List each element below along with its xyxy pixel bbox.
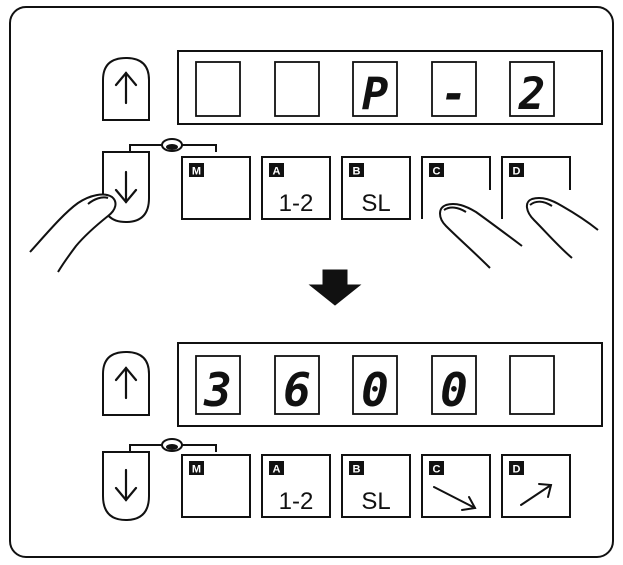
digit-cell	[509, 355, 555, 415]
finger-c-icon	[439, 202, 523, 269]
combo-indicator-icon	[161, 438, 183, 452]
key-badge	[189, 163, 204, 177]
panel-after: 3 6 0 0 M A 1-2 B SL C	[102, 342, 603, 522]
key-c[interactable]: C	[421, 454, 491, 518]
digit-cell	[431, 61, 477, 117]
display-digits: P - 2	[195, 61, 555, 120]
display-char: P	[362, 69, 389, 120]
key-badge-letter: M	[192, 166, 201, 178]
finger-d-icon	[526, 196, 599, 259]
key-badge-letter: B	[353, 166, 361, 178]
key-badge	[509, 163, 524, 177]
key-label: 1-2	[279, 488, 314, 515]
display-char: -	[441, 69, 468, 120]
key-badge	[429, 163, 444, 177]
key-d[interactable]: D	[501, 156, 571, 219]
key-badge	[509, 461, 524, 475]
key-c[interactable]: C	[421, 156, 491, 219]
key-badge-letter: D	[513, 166, 521, 178]
down-arrow-icon	[114, 468, 138, 502]
key-badge-letter: C	[433, 166, 441, 178]
key-label: 1-2	[279, 190, 314, 217]
down-arrow-icon	[114, 170, 138, 204]
key-badge	[349, 461, 364, 475]
arrow-down-right-icon	[433, 486, 477, 511]
key-badge	[189, 461, 204, 475]
key-b[interactable]: B SL	[341, 454, 411, 518]
up-arrow-icon	[114, 71, 138, 105]
digit-cell	[274, 355, 320, 415]
display-char: 0	[361, 363, 389, 417]
key-badge-letter: C	[433, 464, 441, 476]
digit-cell	[352, 61, 398, 117]
combo-indicator-icon	[161, 138, 183, 152]
key-badge-letter: A	[273, 464, 281, 476]
key-badge	[269, 461, 284, 475]
digit-cell	[195, 61, 241, 117]
display-char: 2	[518, 69, 546, 120]
key-label: SL	[361, 488, 390, 515]
key-label: SL	[361, 190, 390, 217]
display-char: 3	[203, 363, 232, 417]
digit-cell	[274, 61, 320, 117]
arrow-up-right-icon	[520, 483, 553, 506]
digit-cell	[509, 61, 555, 117]
display-digits: 3 6 0 0	[195, 355, 555, 417]
finger-left-icon	[29, 193, 117, 273]
panel-before: P - 2 M A 1-2 B SL C	[29, 50, 603, 273]
key-m[interactable]: M	[181, 156, 251, 220]
key-badge-letter: A	[273, 166, 281, 178]
key-badge-letter: D	[513, 464, 521, 476]
key-a[interactable]: A 1-2	[261, 156, 331, 220]
up-arrow-icon	[114, 366, 138, 400]
key-badge-letter: M	[192, 464, 201, 476]
digit-cell	[431, 355, 477, 415]
key-badge	[269, 163, 284, 177]
display-char: 0	[440, 363, 468, 417]
down-arrow-icon	[308, 269, 362, 306]
key-b[interactable]: B SL	[341, 156, 411, 220]
key-a[interactable]: A 1-2	[261, 454, 331, 518]
key-badge-letter: B	[353, 464, 361, 476]
display-char: 6	[283, 363, 311, 417]
key-badge	[429, 461, 444, 475]
key-m[interactable]: M	[181, 454, 251, 518]
digit-cell	[195, 355, 241, 415]
key-badge	[349, 163, 364, 177]
key-d[interactable]: D	[501, 454, 571, 518]
digit-cell	[352, 355, 398, 415]
